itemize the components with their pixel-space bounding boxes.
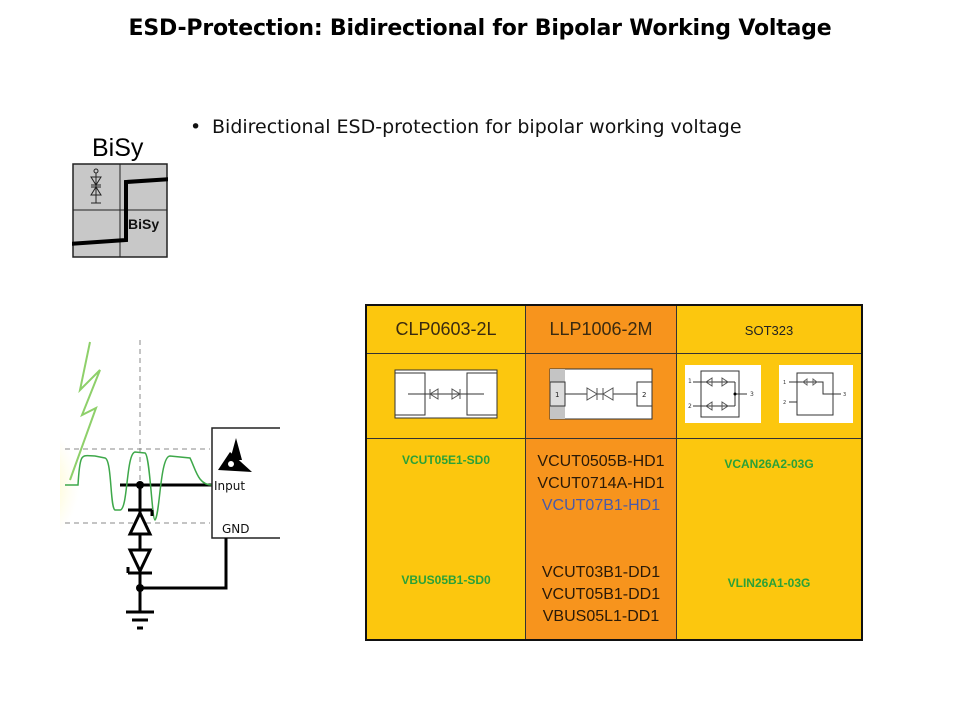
llp1006-2m-footprint: 1 2 bbox=[525, 352, 677, 439]
bullet-item: • Bidirectional ESD-protection for bipola… bbox=[190, 116, 742, 138]
parts-cell-clp0603: VCUT05E1-SD0 VBUS05B1-SD0 bbox=[365, 437, 526, 641]
part-number: VBUS05B1-SD0 bbox=[401, 572, 491, 587]
part-number: VLIN26A1-03G bbox=[727, 575, 811, 590]
bisy-symbol-icon: BiSy bbox=[72, 163, 168, 258]
part-number: VCAN26A2-03G bbox=[724, 456, 814, 471]
pin-label: 3 bbox=[750, 391, 754, 398]
slide-title: ESD-Protection: Bidirectional for Bipola… bbox=[128, 16, 832, 41]
part-number: VCUT05B1-DD1 bbox=[541, 585, 661, 603]
package-name: SOT323 bbox=[744, 323, 794, 338]
esd-sensitive-warning-icon bbox=[218, 438, 252, 472]
bidirectional-diode-icon bbox=[90, 168, 102, 204]
package-header-sot323: SOT323 bbox=[676, 304, 863, 354]
part-number: VCUT05E1-SD0 bbox=[401, 452, 491, 467]
clp0603-2l-footprint bbox=[365, 352, 526, 439]
esd-waveform bbox=[65, 451, 213, 521]
parts-cell-sot323: VCAN26A2-03G VLIN26A1-03G bbox=[676, 437, 863, 641]
part-number: VBUS05L1-DD1 bbox=[542, 607, 660, 625]
bullet-text: Bidirectional ESD-protection for bipolar… bbox=[212, 116, 742, 138]
bullet-marker: • bbox=[190, 116, 202, 138]
protected-ic-box bbox=[211, 427, 280, 539]
bisy-inner-label: BiSy bbox=[128, 216, 159, 232]
package-header-clp0603: CLP0603-2L bbox=[365, 304, 526, 354]
pin-label: 2 bbox=[688, 403, 692, 410]
package-name: CLP0603-2L bbox=[395, 318, 497, 339]
ground-symbol bbox=[126, 588, 154, 630]
pin-label: 1 bbox=[555, 391, 559, 399]
pin-label: 2 bbox=[642, 391, 646, 399]
part-number: VCUT0505B-HD1 bbox=[537, 452, 665, 470]
input-label: Input bbox=[214, 479, 245, 493]
part-number: VCUT03B1-DD1 bbox=[541, 563, 661, 581]
circuit-diagram: Input GND bbox=[60, 340, 280, 630]
gnd-label: GND bbox=[222, 522, 250, 536]
pin-label: 2 bbox=[783, 400, 786, 406]
bisy-label: BiSy bbox=[92, 134, 144, 162]
package-name: LLP1006-2M bbox=[549, 318, 653, 339]
pin-label: 3 bbox=[843, 392, 846, 398]
tvs-diode-pair bbox=[126, 485, 154, 588]
package-header-llp1006: LLP1006-2M bbox=[525, 304, 677, 354]
lightning-bolt-icon bbox=[69, 341, 101, 481]
part-number: VCUT07B1-HD1 bbox=[541, 496, 661, 514]
parts-cell-llp1006: VCUT0505B-HD1 VCUT0714A-HD1 VCUT07B1-HD1… bbox=[525, 437, 677, 641]
part-number: VCUT0714A-HD1 bbox=[537, 474, 665, 492]
pin-label: 1 bbox=[783, 380, 786, 386]
pin-label: 1 bbox=[688, 378, 692, 385]
sot323-footprints: 1 2 3 1 2 3 bbox=[676, 352, 863, 439]
package-table: CLP0603-2L LLP1006-2M SOT323 1 bbox=[365, 304, 863, 641]
